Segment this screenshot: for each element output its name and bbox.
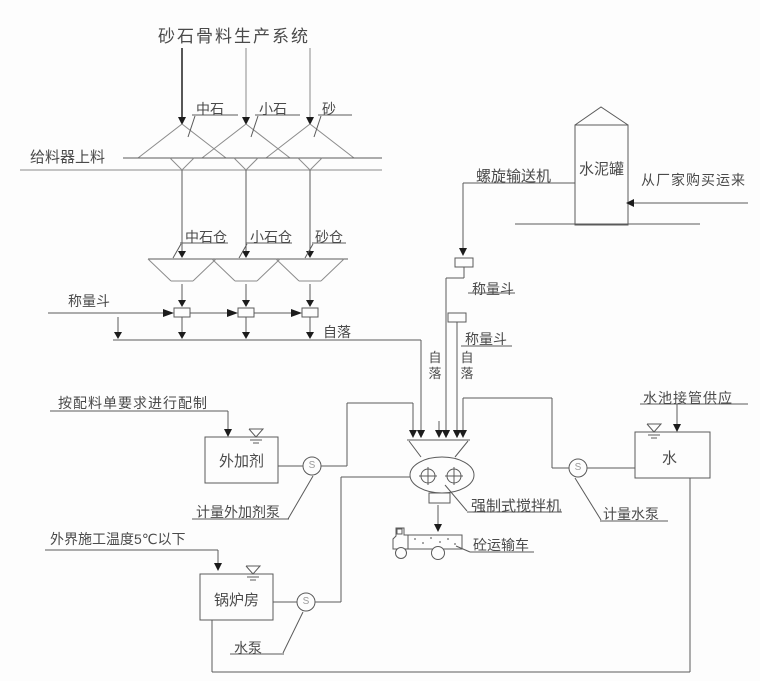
label-screw-conveyor: 螺旋输送机 [476,168,552,185]
silo-hoppers [147,242,348,307]
water-pump-symbol: S [574,462,582,473]
boiler-room-shape [45,549,274,621]
mixer-inlet-funnel [407,421,470,458]
label-admixture-tank: 外加剂 [219,453,265,470]
label-gravity-drop-aggregate: 自落 [323,324,351,340]
label-boiler-room: 锅炉房 [214,592,260,609]
label-pool-pipe-supply: 水池接管供应 [643,390,733,406]
label-forced-mixer: 强制式搅拌机 [471,498,562,515]
water-metering-pump-icon [212,397,691,673]
boiler-pump-icon [211,476,411,672]
stockpile-cones-icon [137,114,355,159]
label-weigh-hopper-cement-2: 称量斗 [465,331,507,347]
diagram-title: 砂石骨料生产系统 [158,27,310,46]
label-admixture-metering-pump: 计量外加剂泵 [196,504,280,520]
feeder-deck [20,157,382,258]
label-ambient-temp: 外界施工温度5℃以下 [50,531,186,547]
admixture-pump-symbol: S [308,460,316,471]
cement-tank-shape [459,106,748,256]
label-weigh-hopper-aggregate: 称量斗 [68,293,110,309]
label-cement-tank: 水泥罐 [579,161,625,178]
label-water-tank: 水 [662,450,678,467]
label-small-stone: 小石 [259,101,287,117]
label-sand-silo: 砂仓 [315,229,343,245]
label-sand: 砂 [322,101,336,117]
boiler-pump-symbol: S [302,596,310,607]
aggregate-feed-arrows [178,48,314,125]
admixture-pump-icon [192,402,417,520]
label-small-stone-silo: 小石仓 [250,229,292,245]
cement-weigh-hoppers [442,257,515,438]
label-gravity-drop-cement-2: 自落 [460,350,474,381]
label-medium-stone-silo: 中石仓 [185,229,227,245]
label-feeder-loading: 给料器上料 [30,149,106,166]
label-water-pump: 水泵 [234,640,262,656]
aggregate-weigh-hoppers [48,307,425,438]
label-gravity-drop-cement-1: 自落 [428,350,442,381]
label-weigh-hopper-cement-1: 称量斗 [472,281,514,297]
label-water-metering-pump: 计量水泵 [603,506,659,522]
label-medium-stone: 中石 [196,101,224,117]
forced-mixer-shape [409,456,562,532]
label-mix-per-batch-sheet: 按配料单要求进行配制 [58,395,208,411]
water-tank-shape [634,403,748,479]
admixture-tank-shape [50,410,279,484]
label-concrete-truck: 砼运输车 [473,537,529,553]
concrete-truck-icon [392,527,534,560]
label-purchased-from-factory: 从厂家购买运来 [641,172,746,188]
